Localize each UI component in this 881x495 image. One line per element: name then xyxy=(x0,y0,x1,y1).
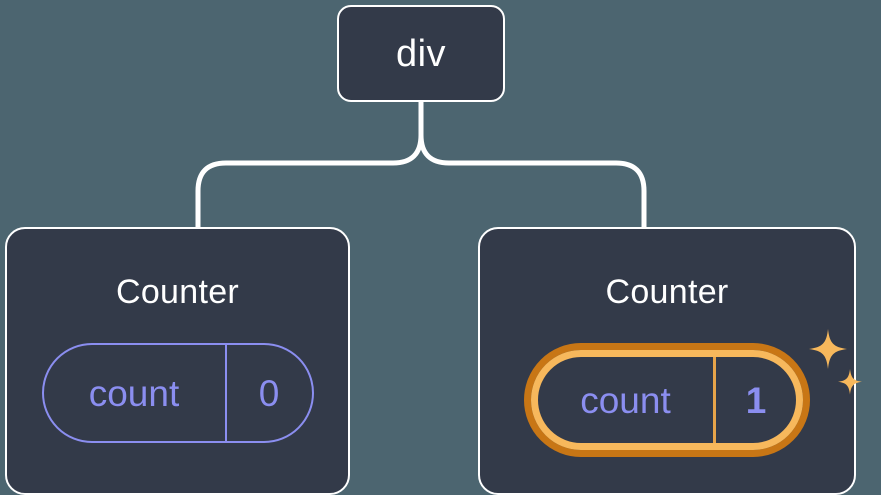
counter-left-state-wrap: count 0 xyxy=(41,343,314,443)
counter-right-state-wrap: count 1 xyxy=(524,329,862,457)
node-counter-right[interactable]: Counter count 1 xyxy=(478,227,862,495)
root-node-label: div xyxy=(395,32,447,75)
state-pill-count-left[interactable]: count 0 xyxy=(41,343,314,443)
sparkles-icon xyxy=(809,329,862,395)
sparkle-small-icon xyxy=(838,369,862,395)
connector-path xyxy=(195,99,647,230)
state-value-label: 0 xyxy=(258,372,280,414)
node-counter-left[interactable]: Counter count 0 xyxy=(5,227,350,495)
counter-right-title: Counter xyxy=(605,273,729,311)
state-pill-count-right-highlighted[interactable]: count 1 xyxy=(524,343,810,457)
sparkle-large-icon xyxy=(809,329,847,369)
node-root-div[interactable]: div xyxy=(337,5,505,102)
state-key-label: count xyxy=(538,357,716,443)
state-pill-inner: count 1 xyxy=(531,350,803,450)
state-key-label: count xyxy=(44,345,227,441)
counter-left-title: Counter xyxy=(115,273,240,311)
state-value-label: 1 xyxy=(745,379,767,421)
